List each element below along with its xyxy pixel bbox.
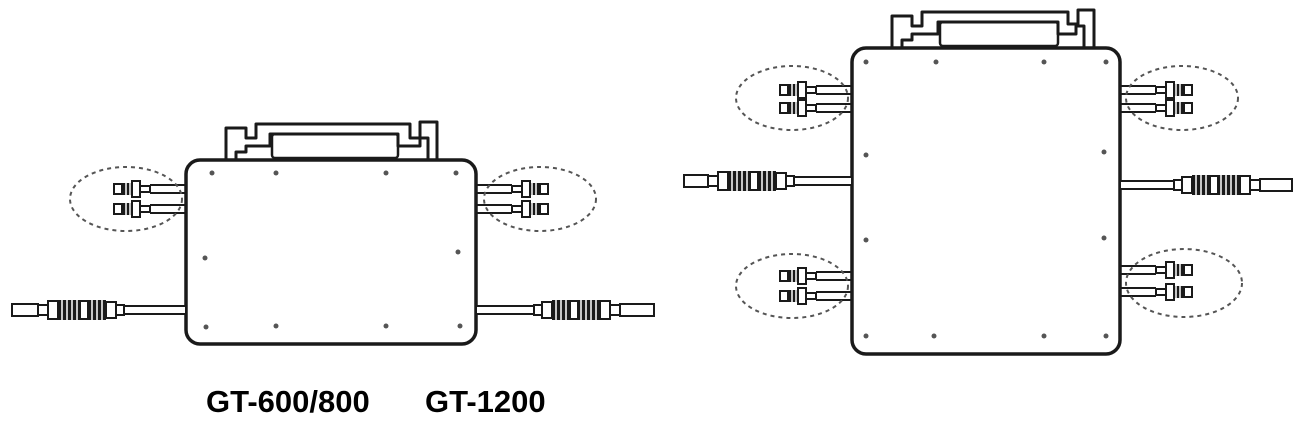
inverter-icon xyxy=(184,158,478,346)
dc-connector-icon xyxy=(779,267,852,305)
ac-connector-icon xyxy=(1119,174,1293,196)
dc-highlight-outline xyxy=(483,166,597,232)
dc-highlight-outline xyxy=(1125,65,1239,131)
dc-connector-icon xyxy=(1120,261,1193,301)
inverter-small xyxy=(11,120,655,346)
ac-connector-icon xyxy=(11,299,187,321)
dc-highlight-outline xyxy=(1125,248,1243,318)
dc-connector-icon xyxy=(779,81,852,117)
handle-icon xyxy=(890,8,1096,50)
inverter-large xyxy=(683,8,1293,356)
handle-icon xyxy=(224,120,439,162)
ac-connector-icon xyxy=(683,170,853,192)
inverter-icon xyxy=(850,46,1122,356)
dc-connector-icon xyxy=(1120,81,1193,117)
dc-highlight-outline xyxy=(735,253,849,319)
model-caption-large: GT-1200 xyxy=(425,384,546,419)
dc-highlight-outline xyxy=(69,166,183,232)
model-caption-small: GT-600/800 xyxy=(206,384,370,419)
dc-connector-icon xyxy=(113,180,186,218)
dc-connector-icon xyxy=(476,180,549,218)
dc-highlight-outline xyxy=(735,65,849,131)
ac-connector-icon xyxy=(475,299,655,321)
